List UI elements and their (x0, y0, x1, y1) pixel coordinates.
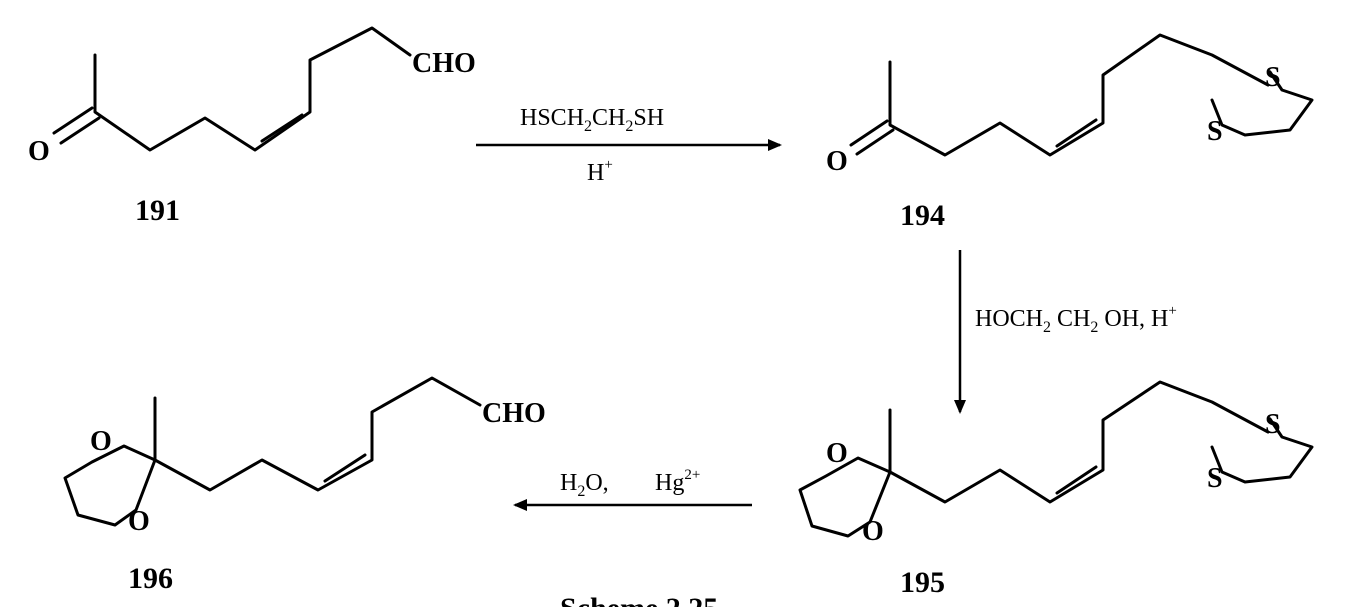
step3-reagent-a: H2O, (560, 470, 609, 500)
compound-195-oxygen-b: O (862, 516, 884, 547)
compound-195-structure: O O S S (798, 380, 1314, 547)
compound-196-label: 196 (128, 562, 173, 595)
compound-191-ketone-oxygen: O (28, 136, 50, 167)
compound-196-structure: O O CHO (63, 376, 546, 537)
compound-194-sulfur-a: S (1265, 62, 1281, 93)
compound-196-cis-double-bond (323, 453, 367, 483)
compound-195-label: 195 (900, 566, 945, 599)
compound-191-cis-double-bond (260, 113, 304, 143)
compound-194-dithiolane-ring (1210, 70, 1314, 137)
step3-reagent-a-part-1: H (560, 470, 577, 496)
step1-reagent-subscript-1: 2 (584, 118, 592, 135)
compound-195-chain (888, 380, 1270, 504)
step2-reagent-part-1: HOCH (975, 306, 1043, 332)
step3-reagent-b-symbol: Hg (655, 470, 684, 496)
compound-196-dioxolane-ring (63, 444, 157, 527)
compound-191-label: 191 (135, 194, 180, 227)
compound-196-oxygen-a: O (90, 426, 112, 457)
step2-reagent-charge: + (1168, 303, 1176, 319)
compound-196-chain (153, 376, 482, 492)
compound-195-dithiolane-ring (1210, 417, 1314, 484)
compound-195-sulfur-a: S (1265, 409, 1281, 440)
step2-reagent-part-3: OH, H (1098, 306, 1168, 332)
step3-reagent-b-charge: 2+ (684, 467, 700, 483)
compound-195-sulfur-b: S (1207, 463, 1223, 494)
step1-catalyst-charge: + (604, 157, 612, 173)
step1-reagent-part-3: SH (633, 105, 664, 131)
compound-194-carbonyl-bond-a (849, 119, 889, 147)
step2-reagent-part-2: CH (1051, 306, 1090, 332)
step1-reagent-part-1: HSCH (520, 105, 584, 131)
compound-191-chain (93, 26, 412, 152)
step2-reagent-subscript-1: 2 (1043, 319, 1051, 336)
step3-reagent-b: Hg2+ (655, 467, 700, 496)
step2-reagent-subscript-2: 2 (1090, 319, 1098, 336)
compound-195-cis-double-bond (1055, 465, 1098, 495)
compound-194-ketone-oxygen: O (826, 146, 848, 177)
compound-194-chain (888, 33, 1270, 157)
compound-195-oxygen-a: O (826, 438, 848, 469)
compound-195-dioxolane-ring (798, 456, 892, 538)
compound-191-carbonyl-bond-b (59, 116, 101, 145)
compound-191-aldehyde-group: CHO (412, 48, 476, 79)
step1-catalyst-symbol: H (587, 160, 604, 186)
step1-reagent: HSCH2CH2SH (520, 105, 664, 135)
step1-catalyst: H+ (587, 157, 613, 186)
scheme-caption: Scheme 2.25 (560, 592, 718, 607)
step3-reagent-a-part-2: O, (585, 470, 608, 496)
compound-196-oxygen-b: O (128, 506, 150, 537)
compound-191-structure: O CHO (28, 26, 476, 167)
step1-reagent-subscript-2: 2 (625, 118, 633, 135)
compound-194-label: 194 (900, 199, 945, 232)
step3-reagent-a-subscript: 2 (577, 483, 585, 500)
compound-196-aldehyde-group: CHO (482, 398, 546, 429)
compound-194-sulfur-b: S (1207, 116, 1223, 147)
compound-191-carbonyl-bond-a (52, 106, 94, 135)
compound-194-structure: O S S (826, 33, 1314, 177)
compound-194-carbonyl-bond-b (855, 128, 895, 156)
step1-reagent-part-2: CH (592, 105, 625, 131)
compound-194-cis-double-bond (1055, 118, 1098, 148)
step2-reagent: HOCH2 CH2 OH, H+ (975, 303, 1177, 336)
